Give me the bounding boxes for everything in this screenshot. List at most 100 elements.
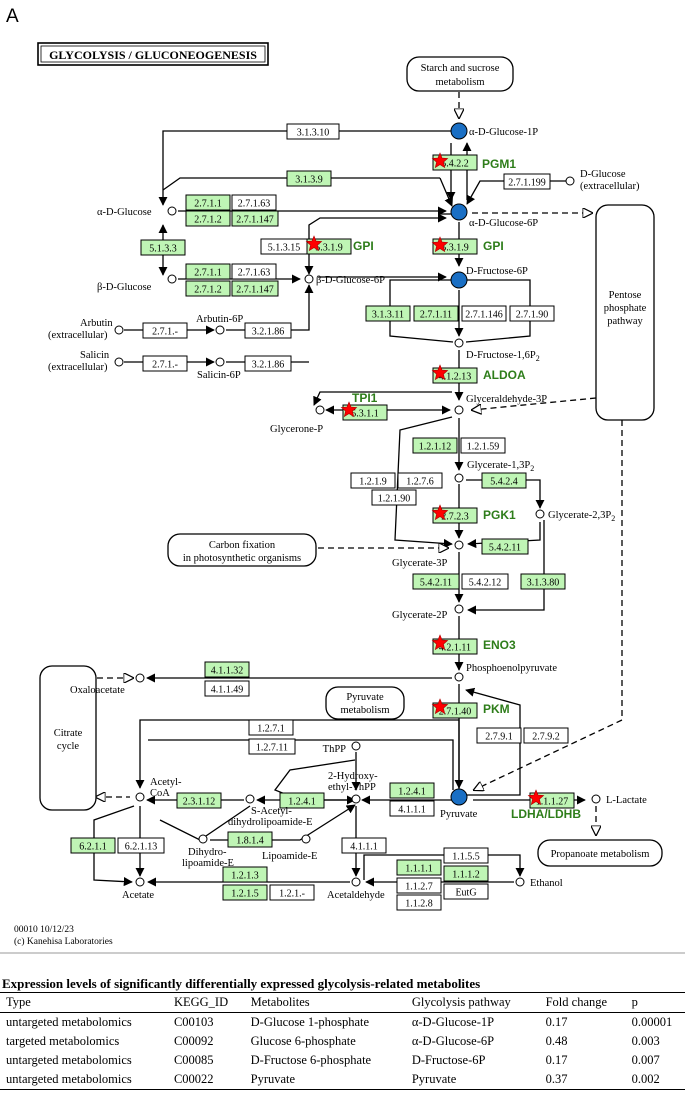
node-dihydrolipoamide[interactable] [198,834,208,844]
enzyme-box-e2-7-1-1a[interactable]: 2.7.1.1 [185,194,231,211]
enzyme-box-e3-1-3-9[interactable]: 3.1.3.9 [286,170,332,187]
enzyme-box-e1-2-7-11[interactable]: 1.2.7.11 [248,738,296,755]
enzyme-box-e1-8-1-4[interactable]: 1.8.1.4 [227,831,273,848]
enzyme-box-e2-7-1-11[interactable]: 2.7.1.11 [413,305,459,322]
enzyme-box-e2-7-1-a[interactable]: 2.7.1.- [142,322,188,339]
enzyme-box-e3-2-1-86a[interactable]: 3.2.1.86 [244,322,292,339]
enzyme-box-frame [443,847,489,864]
node-glyceraldehyde-3p[interactable] [454,405,464,415]
pathway-propanoate[interactable] [537,839,663,867]
node-d-glucose-ext[interactable] [565,176,575,186]
cell-fold-change: 0.37 [539,1070,626,1090]
enzyme-box-e5-4-2-11a[interactable]: 5.4.2.11 [481,538,529,555]
map-footer-id: 00010 10/12/23 [14,925,74,935]
cell-type: untargeted metabolomics [0,1070,168,1090]
enzyme-box-e1-2-1-3[interactable]: 1.2.1.3 [222,866,268,883]
enzyme-box-e2-7-9-1[interactable]: 2.7.9.1 [476,727,522,744]
enzyme-box-e4-1-1-1a[interactable]: 4.1.1.1 [389,800,435,817]
enzyme-box-e1-1-5-5[interactable]: 1.1.5.5 [443,847,489,864]
enzyme-box-e1-2-1-dash[interactable]: 1.2.1.- [269,884,315,901]
enzyme-box-e5-1-3-3[interactable]: 5.1.3.3 [140,239,186,256]
enzyme-box-e1-2-4-1b[interactable]: 1.2.4.1 [389,782,435,799]
enzyme-box-e3-1-3-11[interactable]: 3.1.3.11 [365,305,411,322]
enzyme-box-e2-7-1-2b[interactable]: 2.7.1.2 [185,280,231,297]
enzyme-ec-number: 1.2.4.1 [288,797,316,808]
pathway-citrate-cycle[interactable] [39,665,97,811]
enzyme-box-e2-7-1-2a[interactable]: 2.7.1.2 [185,210,231,227]
pathway-pyruvate-metabolism[interactable] [325,686,405,720]
enzyme-ec-number: 2.7.1.63 [238,268,271,279]
node-salicin[interactable] [114,357,124,367]
enzyme-box-e5-4-2-4[interactable]: 5.4.2.4 [481,472,527,489]
node-thpp[interactable] [351,741,361,751]
enzyme-box-e1-1-2-7[interactable]: 1.1.2.7 [396,877,442,894]
enzyme-box-e4-1-1-32[interactable]: 4.1.1.32 [204,661,250,678]
enzyme-box-e1-2-1-9[interactable]: 1.2.1.9 [350,472,396,489]
node-a-glucose-1p[interactable] [450,122,468,140]
enzyme-box-e1-2-1-5[interactable]: 1.2.1.5 [222,884,268,901]
node-glycerone-p[interactable] [315,405,325,415]
pathway-carbon-fixation[interactable] [167,533,317,567]
node-s-acetyl-dihydrolipoamide[interactable] [245,794,255,804]
enzyme-box-e1-2-1-90[interactable]: 1.2.1.90 [371,489,417,506]
enzyme-box-e6-2-1-1[interactable]: 6.2.1.1 [70,837,116,854]
node-pep[interactable] [454,672,464,682]
node-fructose-6p[interactable] [450,271,468,289]
enzyme-box-e2-7-1-146[interactable]: 2.7.1.146 [461,305,507,322]
node-lipoamide[interactable] [301,834,311,844]
pathway-pentose-phosphate[interactable] [595,204,655,421]
node-b-glucose-6p[interactable] [304,274,314,284]
enzyme-box-e5-4-2-12[interactable]: 5.4.2.12 [461,573,509,590]
enzyme-box-e1-2-1-12[interactable]: 1.2.1.12 [412,437,458,454]
node-b-glucose[interactable] [167,274,177,284]
pathway-starch-sucrose[interactable] [406,56,514,92]
enzyme-box-e4-1-1-49[interactable]: 4.1.1.49 [204,680,250,697]
enzyme-box-e2-7-1-199[interactable]: 2.7.1.199 [503,173,551,190]
node-oxaloacetate[interactable] [135,673,145,683]
node-arbutin-6p[interactable] [215,325,225,335]
node-pyruvate[interactable] [450,788,468,806]
enzyme-box-e2-7-1-90[interactable]: 2.7.1.90 [509,305,555,322]
node-glycerate-23p[interactable] [535,509,545,519]
enzyme-ec-number: 1.1.2.7 [405,882,433,893]
enzyme-box-e2-3-1-12[interactable]: 2.3.1.12 [176,792,222,809]
label-a-glucose: α-D-Glucose [97,207,152,218]
enzyme-box-e2-7-1-147b[interactable]: 2.7.1.147 [231,280,279,297]
node-acetate[interactable] [135,877,145,887]
node-glycerate-3p[interactable] [454,540,464,550]
enzyme-box-e5-1-3-15[interactable]: 5.1.3.15 [260,238,308,255]
node-a-glucose-6p[interactable] [450,203,468,221]
enzyme-box-eutg[interactable]: EutG [443,883,489,900]
enzyme-box-e1-2-7-6[interactable]: 1.2.7.6 [397,472,443,489]
enzyme-box-e4-1-1-1b[interactable]: 4.1.1.1 [341,837,387,854]
enzyme-box-e5-4-2-11b[interactable]: 5.4.2.11 [412,573,460,590]
enzyme-box-e2-7-9-2[interactable]: 2.7.9.2 [523,727,569,744]
enzyme-box-e2-7-1-147a[interactable]: 2.7.1.147 [231,210,279,227]
enzyme-box-e6-2-1-13[interactable]: 6.2.1.13 [117,837,165,854]
enzyme-box-frame [396,894,442,911]
node-acetaldehyde[interactable] [351,877,361,887]
enzyme-box-e1-1-1-2[interactable]: 1.1.1.2 [443,865,489,882]
enzyme-box-e1-1-1-1[interactable]: 1.1.1.1 [396,859,442,876]
node-salicin-6p[interactable] [215,357,225,367]
node-glycerate-2p[interactable] [454,604,464,614]
node-l-lactate[interactable] [591,794,601,804]
enzyme-box-e3-1-3-10[interactable]: 3.1.3.10 [286,123,340,140]
enzyme-box-e3-1-3-80[interactable]: 3.1.3.80 [520,573,566,590]
node-ethanol[interactable] [515,877,525,887]
node-hydroxyethyl-thpp[interactable] [351,794,361,804]
enzyme-box-e2-7-1-63a[interactable]: 2.7.1.63 [231,194,277,211]
node-fructose-16p[interactable] [454,338,464,348]
enzyme-box-e1-2-4-1a[interactable]: 1.2.4.1 [279,792,325,809]
enzyme-box-e2-7-1-1b[interactable]: 2.7.1.1 [185,263,231,280]
enzyme-box-e3-2-1-86b[interactable]: 3.2.1.86 [244,355,292,372]
enzyme-box-e1-2-7-1[interactable]: 1.2.7.1 [248,719,294,736]
enzyme-box-e2-7-1-63b[interactable]: 2.7.1.63 [231,263,277,280]
enzyme-box-e2-7-1-b[interactable]: 2.7.1.- [142,355,188,372]
node-a-glucose[interactable] [167,206,177,216]
node-acetyl-coa[interactable] [135,792,145,802]
enzyme-box-e1-2-1-59[interactable]: 1.2.1.59 [460,437,506,454]
node-arbutin[interactable] [114,325,124,335]
node-glycerate-13p[interactable] [454,473,464,483]
enzyme-box-e1-1-2-8[interactable]: 1.1.2.8 [396,894,442,911]
